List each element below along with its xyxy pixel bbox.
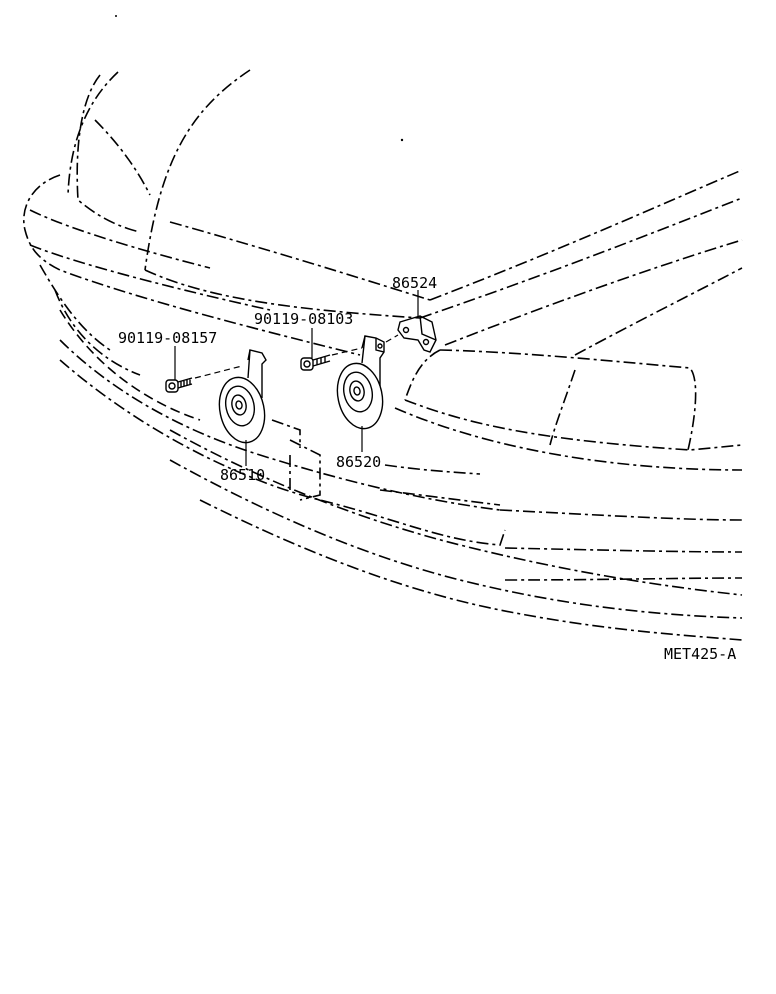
part-label-bracket: 86524 bbox=[392, 274, 438, 292]
part-label-horn-high: 86520 bbox=[336, 453, 382, 471]
part-label-bolt-left: 90119-08157 bbox=[118, 329, 218, 347]
figure-code: MET425-A bbox=[664, 645, 737, 663]
part-label-bolt-right: 90119-08103 bbox=[254, 310, 354, 328]
part-label-horn-low: 86510 bbox=[220, 466, 266, 484]
